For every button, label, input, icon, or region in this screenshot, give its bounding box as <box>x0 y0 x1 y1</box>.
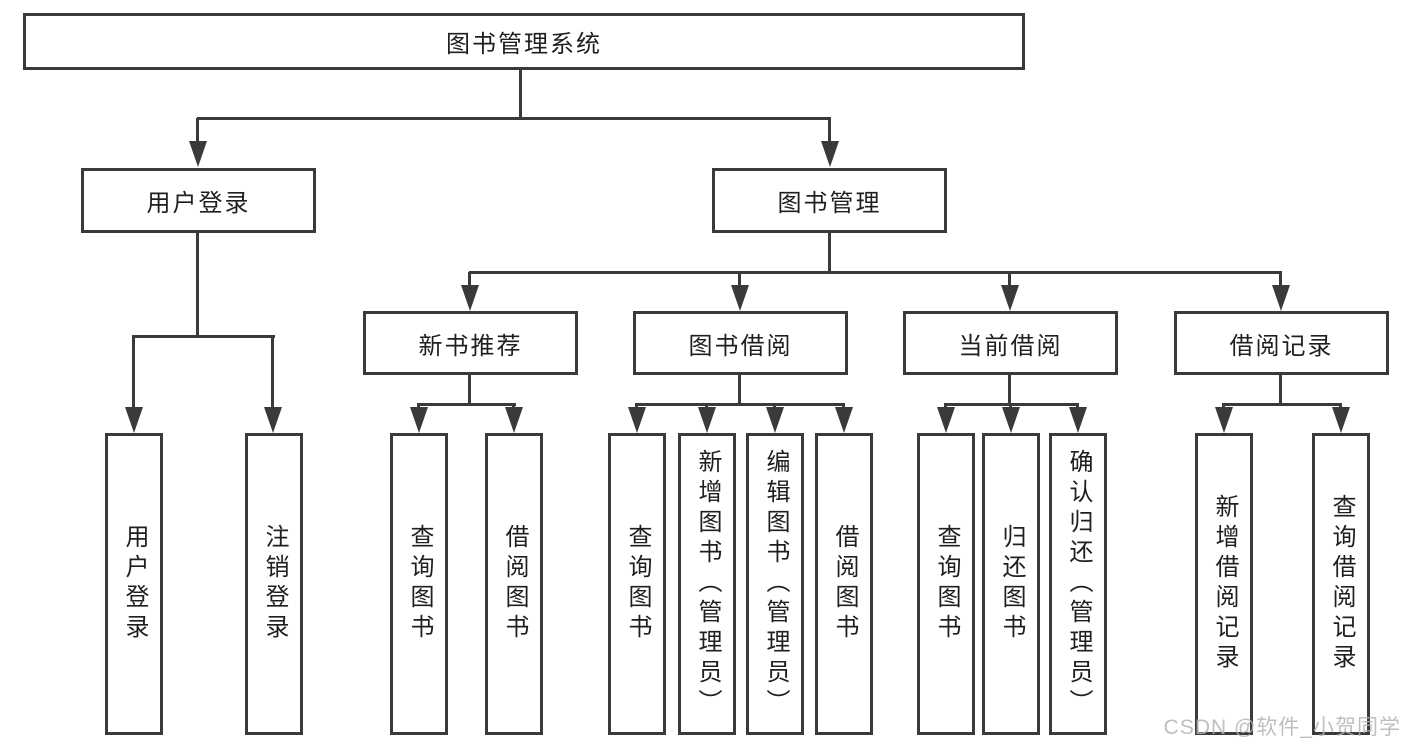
arrowhead-down <box>505 407 523 433</box>
leaf-label: 查询图书 <box>406 524 433 644</box>
arrowhead-down <box>1002 407 1020 433</box>
connector-line-vertical <box>828 118 831 146</box>
arrowhead-down <box>835 407 853 433</box>
leaf-label: 用户登录 <box>121 524 148 644</box>
leaf-label: 查询图书 <box>933 524 960 644</box>
arrowhead-down <box>698 407 716 433</box>
leaf-edit-books-admin: 编辑图书（管理员） <box>746 433 804 735</box>
leaf-label: 新增图书（管理员） <box>694 449 721 719</box>
arrowhead-down <box>1215 407 1233 433</box>
leaf-label: 借阅图书 <box>831 524 858 644</box>
node-borrow-record: 借阅记录 <box>1174 311 1389 375</box>
leaf-query-books-borrow: 查询图书 <box>608 433 666 735</box>
leaf-label: 注销登录 <box>261 524 288 644</box>
leaf-label: 新增借阅记录 <box>1211 494 1238 674</box>
arrowhead-down <box>821 141 839 167</box>
leaf-query-books-recommend: 查询图书 <box>390 433 448 735</box>
leaf-add-borrow-record: 新增借阅记录 <box>1195 433 1253 735</box>
leaf-add-books-admin: 新增图书（管理员） <box>678 433 736 735</box>
arrowhead-down <box>125 407 143 433</box>
arrowhead-down <box>937 407 955 433</box>
connector-line-vertical <box>1279 272 1282 290</box>
arrowhead-down <box>1332 407 1350 433</box>
csdn-watermark: CSDN @软件_小贺同学 <box>1163 716 1401 739</box>
connector-line-vertical <box>738 272 741 290</box>
connector-line-vertical <box>132 336 135 410</box>
arrowhead-down <box>766 407 784 433</box>
connector-line-vertical <box>828 233 831 274</box>
connector-line-horizontal <box>1222 403 1342 406</box>
leaf-label: 归还图书 <box>998 524 1025 644</box>
arrowhead-down <box>628 407 646 433</box>
connector-line-vertical <box>1008 272 1011 290</box>
connector-line-vertical <box>468 272 471 290</box>
arrowhead-down <box>1272 285 1290 311</box>
connector-line-vertical <box>519 70 522 120</box>
leaf-label: 借阅图书 <box>501 524 528 644</box>
arrowhead-down <box>731 285 749 311</box>
connector-line-vertical <box>1279 375 1282 406</box>
connector-line-vertical <box>1008 375 1011 406</box>
connector-line-vertical <box>271 336 274 410</box>
connector-line-vertical <box>468 375 471 406</box>
node-current-borrow: 当前借阅 <box>903 311 1118 375</box>
arrowhead-down <box>189 141 207 167</box>
leaf-query-books-current: 查询图书 <box>917 433 975 735</box>
node-new-book-recommend: 新书推荐 <box>363 311 578 375</box>
arrowhead-down <box>410 407 428 433</box>
node-book-management: 图书管理 <box>712 168 947 233</box>
leaf-label: 编辑图书（管理员） <box>762 449 789 719</box>
connector-line-vertical <box>738 375 741 406</box>
connector-line-horizontal <box>469 271 1282 274</box>
arrowhead-down <box>1069 407 1087 433</box>
connector-line-horizontal <box>132 335 275 338</box>
connector-line-horizontal <box>417 403 516 406</box>
connector-line-vertical <box>196 118 199 146</box>
leaf-user-login: 用户登录 <box>105 433 163 735</box>
leaf-logout-login: 注销登录 <box>245 433 303 735</box>
connector-line-vertical <box>196 233 199 338</box>
leaf-label: 确认归还（管理员） <box>1065 449 1092 719</box>
node-library-system: 图书管理系统 <box>23 13 1025 70</box>
leaf-query-borrow-record: 查询借阅记录 <box>1312 433 1370 735</box>
leaf-return-books: 归还图书 <box>982 433 1040 735</box>
connector-line-horizontal <box>197 117 831 120</box>
node-user-login: 用户登录 <box>81 168 316 233</box>
leaf-label: 查询图书 <box>624 524 651 644</box>
leaf-borrow-books: 借阅图书 <box>815 433 873 735</box>
arrowhead-down <box>264 407 282 433</box>
leaf-borrow-books-recommend: 借阅图书 <box>485 433 543 735</box>
arrowhead-down <box>1001 285 1019 311</box>
node-book-borrow: 图书借阅 <box>633 311 848 375</box>
leaf-confirm-return-admin: 确认归还（管理员） <box>1049 433 1107 735</box>
arrowhead-down <box>461 285 479 311</box>
leaf-label: 查询借阅记录 <box>1328 494 1355 674</box>
